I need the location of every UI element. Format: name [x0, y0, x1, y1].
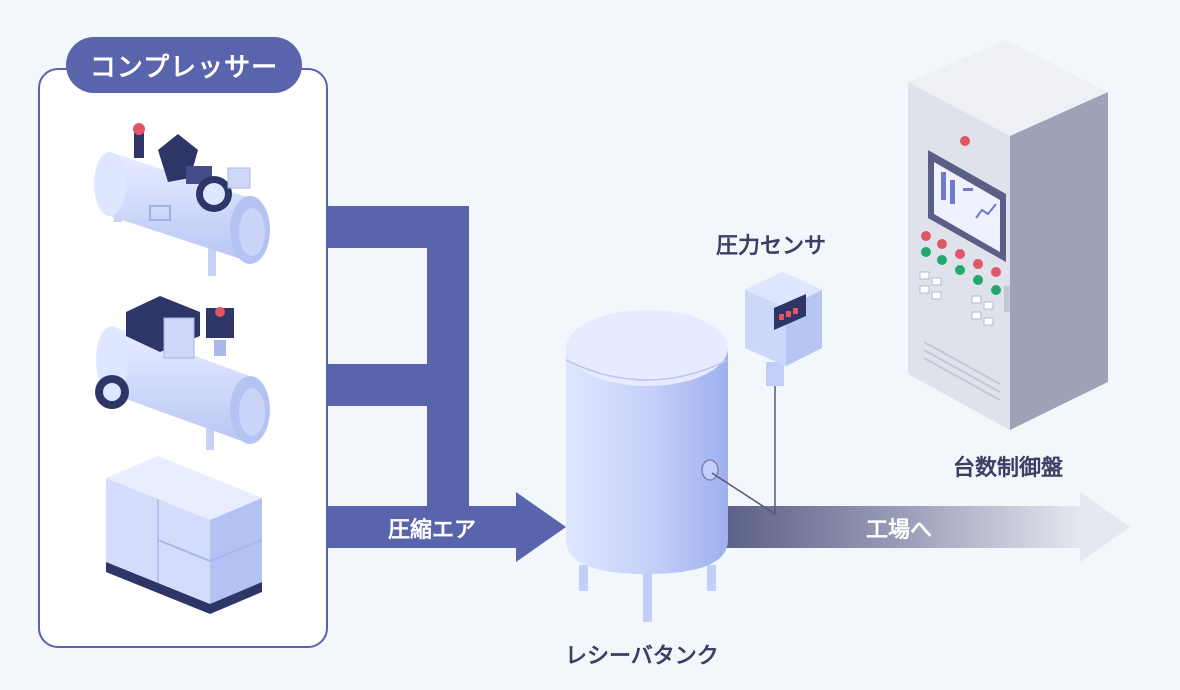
reciprocating-compressor-icon	[94, 123, 270, 276]
pressure-sensor-icon	[745, 272, 822, 386]
pressure-sensor-label: 圧力センサ	[716, 234, 827, 259]
unit-compressor-icon	[106, 456, 263, 614]
control-panel-cabinet-icon	[908, 40, 1108, 430]
package-compressor-icon	[95, 296, 270, 450]
to-factory-arrow	[722, 492, 1130, 562]
compressor-group-title: コンプレッサー	[66, 37, 302, 93]
compressed-air-label: 圧縮エア	[388, 518, 477, 543]
compressed-air-piping	[328, 206, 566, 562]
receiver-tank-label: レシーバタンク	[565, 644, 719, 669]
to-factory-label: 工場へ	[866, 518, 933, 543]
receiver-tank-icon	[565, 310, 729, 622]
sensor-wire	[711, 385, 776, 516]
control-panel-label: 台数制御盤	[953, 456, 1064, 481]
